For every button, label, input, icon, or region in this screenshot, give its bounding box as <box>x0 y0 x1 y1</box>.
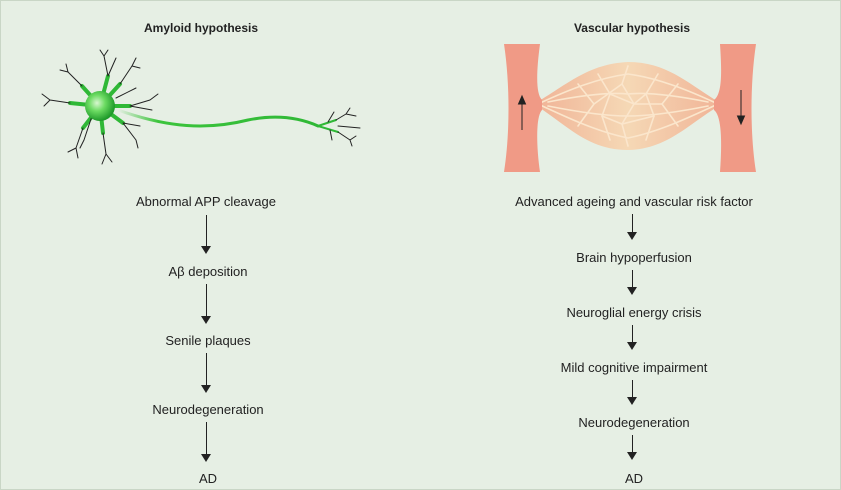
vascular-step-5: Neurodegeneration <box>578 415 690 430</box>
vascular-step-1: Advanced ageing and vascular risk factor <box>515 194 753 209</box>
amyloid-step-4: Neurodegeneration <box>152 402 264 417</box>
vascular-step-6: AD <box>624 471 644 486</box>
vascular-arrow-4 <box>627 380 637 405</box>
amyloid-title: Amyloid hypothesis <box>143 21 259 35</box>
vascular-step-3: Neuroglial energy crisis <box>566 305 702 320</box>
amyloid-arrow-4 <box>201 422 211 462</box>
amyloid-arrow-3 <box>201 353 211 393</box>
vascular-arrow-3 <box>627 325 637 350</box>
amyloid-step-1: Abnormal APP cleavage <box>136 194 276 209</box>
vascular-step-4: Mild cognitive impairment <box>560 360 708 375</box>
vascular-title: Vascular hypothesis <box>573 21 691 35</box>
amyloid-arrow-1 <box>201 215 211 254</box>
vascular-step-2: Brain hypoperfusion <box>576 250 692 265</box>
amyloid-step-3: Senile plaques <box>165 333 251 348</box>
neuron-icon <box>41 49 361 165</box>
amyloid-arrow-2 <box>201 284 211 324</box>
vascular-arrow-1 <box>627 214 637 240</box>
capillary-network-icon <box>504 44 756 172</box>
amyloid-step-5: AD <box>198 471 218 486</box>
vascular-arrow-5 <box>627 435 637 460</box>
vascular-arrow-2 <box>627 270 637 295</box>
amyloid-step-2: Aβ deposition <box>168 264 248 279</box>
